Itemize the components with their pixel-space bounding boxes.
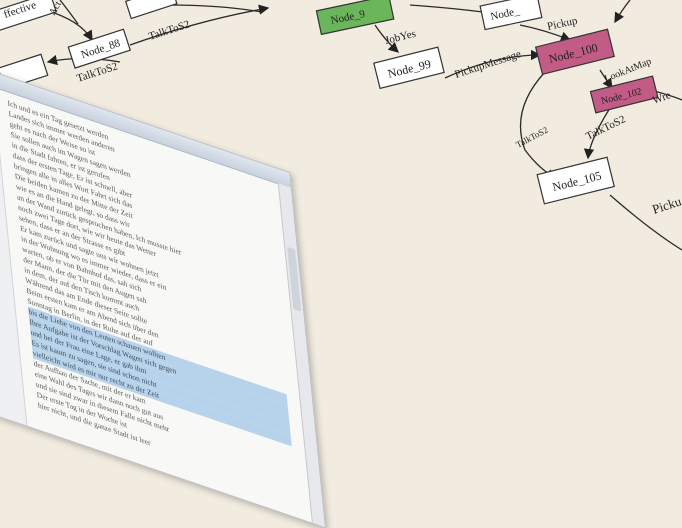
edge-label-talktos2-c: TalkToS2 xyxy=(514,125,549,150)
edge-label-talktos2-d: TalkToS2 xyxy=(584,113,627,142)
edge-105-down-right xyxy=(609,194,682,251)
edge-top-right-corner xyxy=(614,0,631,24)
node-88: Node_88 xyxy=(67,28,131,69)
edge-label-wre: Wre xyxy=(651,89,673,107)
edge-label-jobyes: JobYes xyxy=(384,28,417,47)
node-top-mid: Node_ xyxy=(479,0,543,31)
node-99: Node_99 xyxy=(373,46,445,90)
edge-100-to-105-a xyxy=(519,71,558,179)
edge-label-pickup: Pickup xyxy=(546,15,579,33)
edge-label-talktos2-a: TalkToS2 xyxy=(147,18,191,43)
edge-99-to-100 xyxy=(444,49,542,79)
node-100: Node_100 xyxy=(534,28,615,76)
edge-topmid-to-100 xyxy=(519,24,572,42)
node-102: Node_102 xyxy=(589,75,659,114)
edge-active-down xyxy=(59,0,79,25)
edge-102-to-105 xyxy=(583,107,611,160)
node-left-top xyxy=(0,0,58,32)
node-top-green: Node_9 xyxy=(315,0,395,36)
edge-label-picku: Picku xyxy=(650,193,682,217)
node-top-left-2 xyxy=(124,0,178,20)
node-105: Node_105 xyxy=(536,156,615,205)
edge-green-to-99 xyxy=(374,24,399,53)
graph-diagram: Node_88 Node_9 Node_ Node_99 Node_100 No… xyxy=(0,0,682,251)
edge-top-right xyxy=(169,4,263,13)
edge-label-pickupmessage: PickupMessage xyxy=(453,48,522,81)
